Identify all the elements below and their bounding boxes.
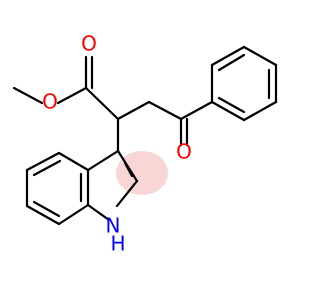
ester-carbonyl-oxygen-label: O (81, 32, 97, 56)
benzo-inner-bond-2 (32, 200, 61, 218)
phenyl-bond-2 (210, 45, 246, 67)
pyrrole-bond-3 (86, 203, 111, 222)
alpha-to-ch2-bond (116, 100, 151, 121)
pyrrole-bond-5 (86, 149, 120, 172)
ester-o-carbon-bond (56, 86, 88, 105)
molecule-structure: O O O N H (12, 32, 278, 256)
ketone-oxygen-label: O (176, 140, 192, 164)
indole-nitrogen-label: N (106, 214, 121, 238)
ester-single-oxygen-label: O (42, 90, 58, 114)
phenyl-inner-bond-3 (217, 96, 246, 114)
ketone-to-phenyl-bond (179, 100, 214, 121)
benzo-inner-bond-1 (32, 159, 62, 177)
ch2-to-ketone-bond (147, 100, 183, 121)
benzo-bond-5 (57, 203, 90, 226)
benzo-bond-4 (25, 204, 61, 226)
phenyl-bond-6 (210, 100, 246, 122)
methyl-bond (12, 86, 44, 105)
phenyl-bond-3 (242, 45, 278, 67)
indole-hydrogen-label: H (110, 232, 125, 256)
pyrrole-bond-2 (115, 179, 139, 208)
pyrrole-double-bond (123, 161, 134, 178)
ester-to-alpha-bond (84, 86, 120, 121)
benzo-bond-1 (57, 151, 90, 172)
molecule-canvas: O O O N H (12, 31, 278, 256)
phenyl-bond-5 (242, 100, 278, 122)
aromatic-highlight (116, 151, 168, 195)
phenyl-inner-bond-1 (217, 53, 246, 72)
benzo-bond-2 (25, 151, 61, 172)
